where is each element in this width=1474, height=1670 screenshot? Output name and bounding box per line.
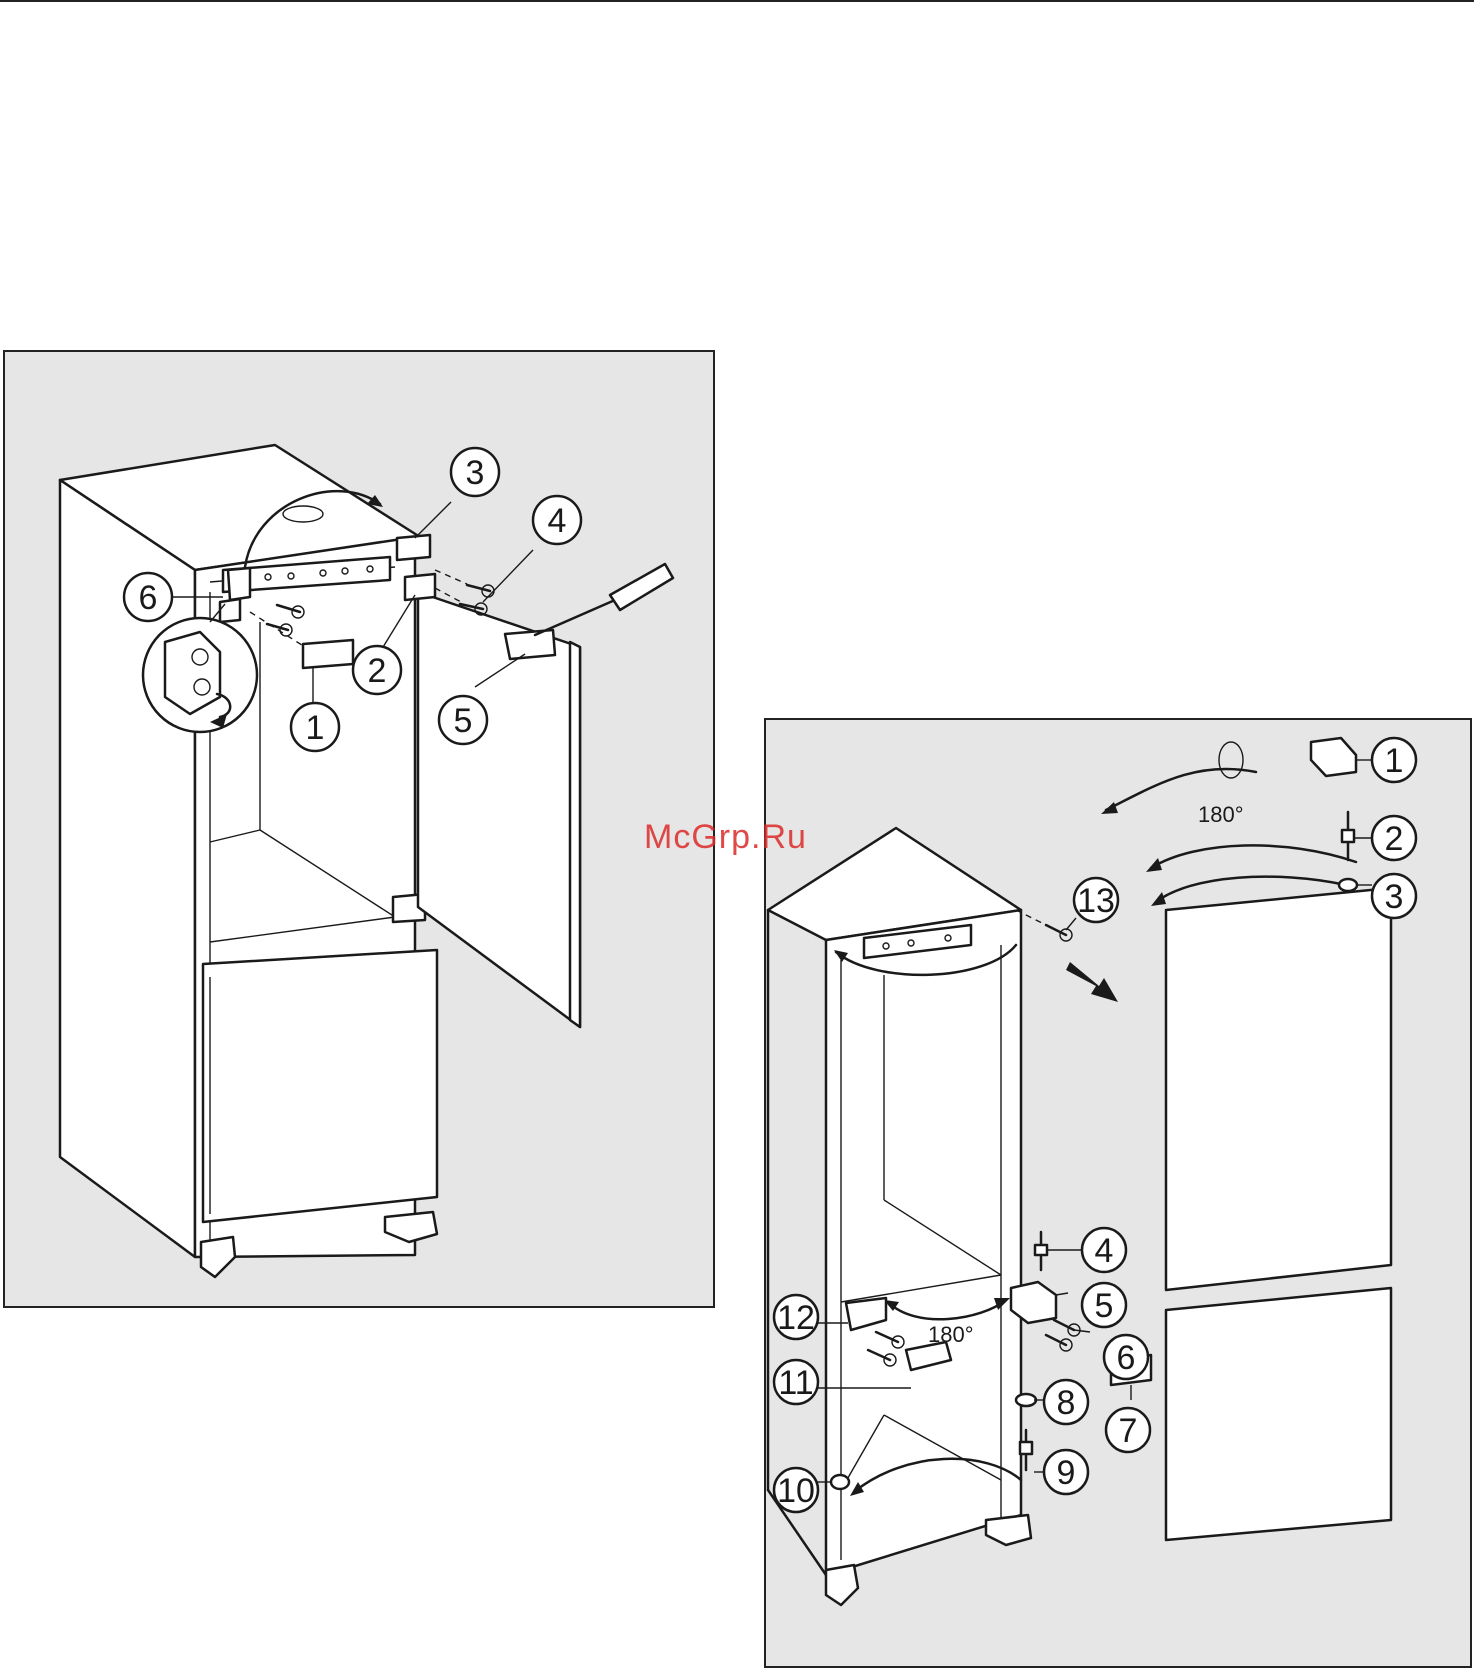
- upper-door-1: [418, 592, 580, 1027]
- svg-text:4: 4: [548, 502, 567, 540]
- callout-10: 10: [774, 1468, 818, 1512]
- callout-9: 9: [1044, 1450, 1088, 1494]
- callout-4: 4: [533, 496, 581, 544]
- callout-8: 8: [1044, 1380, 1088, 1424]
- figure-1-drawing: 1 2 3 4 5 6: [5, 352, 717, 1310]
- svg-text:7: 7: [1119, 1412, 1138, 1450]
- svg-text:1: 1: [1385, 742, 1404, 780]
- svg-text:10: 10: [777, 1472, 815, 1510]
- callout-3: 3: [451, 448, 499, 496]
- callout-5: 5: [439, 696, 487, 744]
- callout-3: 3: [1372, 874, 1416, 918]
- doors-2: [1166, 888, 1391, 1540]
- svg-text:3: 3: [466, 454, 485, 492]
- callout-12: 12: [774, 1295, 818, 1339]
- callout-7: 7: [1106, 1408, 1150, 1452]
- svg-text:3: 3: [1385, 878, 1404, 916]
- svg-text:13: 13: [1077, 882, 1115, 920]
- rotation-label-top: 180°: [1198, 802, 1244, 827]
- callout-1: 1: [1372, 738, 1416, 782]
- svg-text:6: 6: [1117, 1339, 1136, 1377]
- svg-text:4: 4: [1095, 1232, 1114, 1270]
- svg-text:2: 2: [1385, 820, 1404, 858]
- callout-2: 2: [353, 646, 401, 694]
- figure-1-panel: 1 2 3 4 5 6: [3, 350, 715, 1308]
- figure-2-drawing: 180° 180°: [766, 720, 1474, 1670]
- top-rule: [0, 0, 1474, 2]
- svg-text:2: 2: [368, 652, 387, 690]
- svg-text:12: 12: [777, 1299, 815, 1337]
- svg-text:5: 5: [1095, 1287, 1114, 1325]
- callout-2: 2: [1372, 816, 1416, 860]
- callout-6: 6: [1104, 1335, 1148, 1379]
- callout-4: 4: [1082, 1228, 1126, 1272]
- callout-5: 5: [1082, 1283, 1126, 1327]
- callout-11: 11: [774, 1360, 818, 1404]
- callout-13: 13: [1074, 878, 1118, 922]
- figure-2-panel: 180° 180°: [764, 718, 1472, 1668]
- svg-text:6: 6: [139, 579, 158, 617]
- svg-text:8: 8: [1057, 1384, 1076, 1422]
- callout-6: 6: [124, 573, 172, 621]
- callout-1: 1: [291, 703, 339, 751]
- svg-text:5: 5: [454, 702, 473, 740]
- svg-text:1: 1: [306, 709, 325, 747]
- svg-text:11: 11: [778, 1364, 813, 1402]
- watermark: McGrp.Ru: [644, 818, 807, 857]
- svg-text:9: 9: [1057, 1454, 1076, 1492]
